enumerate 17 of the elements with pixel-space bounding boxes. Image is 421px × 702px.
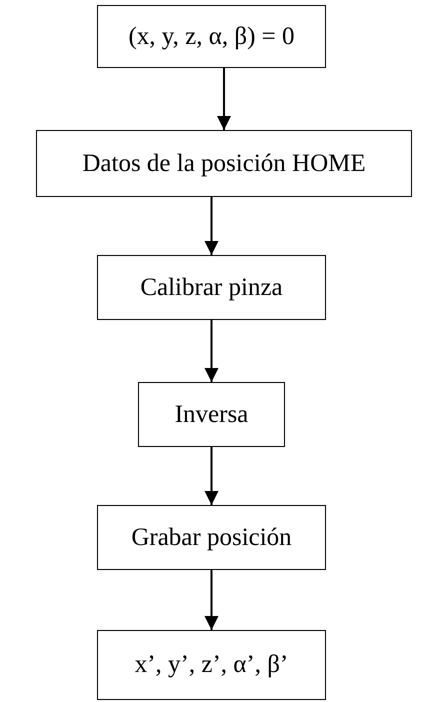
box-label: Datos de la posición HOME: [82, 150, 366, 178]
process-box: [36, 130, 412, 197]
arrow: [204, 447, 218, 505]
box-label: (x, y, z, α, β) = 0: [128, 22, 295, 50]
process-box: [97, 255, 326, 320]
process-box: [97, 505, 326, 570]
box-label: Inversa: [174, 400, 248, 428]
arrow: [217, 68, 231, 130]
arrow: [204, 320, 218, 382]
box-label: Calibrar pinza: [140, 274, 283, 302]
process-box: [97, 5, 326, 68]
process-box: [138, 382, 285, 447]
process-box: [97, 630, 326, 700]
arrow: [204, 197, 218, 255]
arrow: [204, 570, 218, 630]
box-label: x’, y’, z’, α’, β’: [134, 651, 288, 679]
box-label: Grabar posición: [131, 524, 292, 552]
